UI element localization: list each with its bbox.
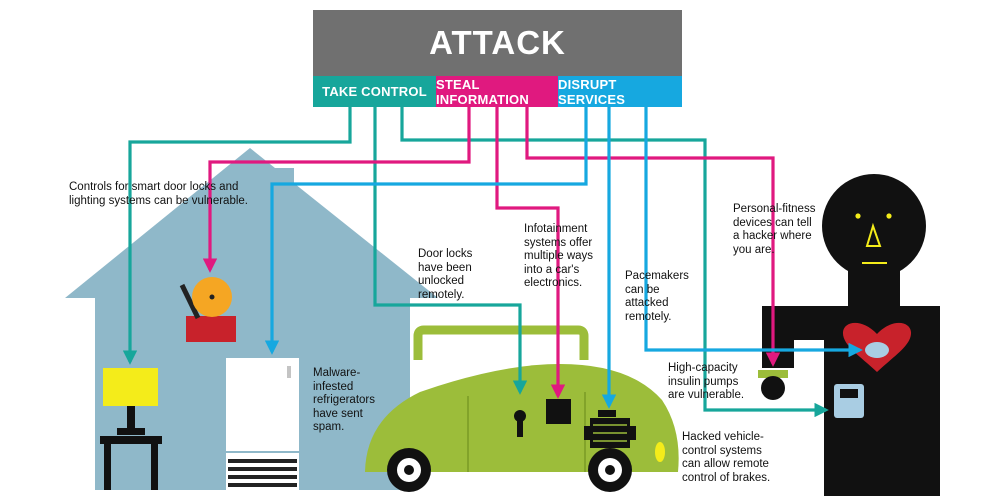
door-locks-note: Door locks have been unlocked remotely. [418,248,473,301]
disrupt-services-category: DISRUPT SERVICES [558,76,682,107]
fitness-note: Personal-fitness devices can tell a hack… [733,203,816,256]
take-control-to-insulin-pump-connector [400,107,829,418]
infotainment-note: Infotainment systems offer multiple ways… [524,223,594,289]
house-illustration [65,148,438,490]
wheel-icon [588,448,632,492]
alarm-bell-icon [179,277,236,342]
refrigerator-note: Malware- infested refrigerators have sen… [313,367,375,433]
insulin-note: High-capacity insulin pumps are vulnerab… [668,362,745,401]
disrupt-services-to-refrigerator-connector [264,107,588,355]
keyhole-icon [514,410,526,437]
vehicle-control-note: Hacked vehicle- control systems can allo… [682,431,771,484]
eye-icon [855,213,861,219]
attack-header: ATTACK [313,10,682,76]
pacemakers-note: Pacemakers can be attacked remotely. [625,270,689,323]
smart-home-note: Controls for smart door locks and lighti… [69,181,248,207]
lamp-icon [100,368,162,490]
infotainment-screen-icon [546,399,571,424]
connector-lines [122,107,863,418]
eye-icon [886,213,892,219]
fitness-band-icon [758,370,788,378]
engine-icon [584,410,636,448]
car-illustration [365,325,679,492]
wheel-icon [387,448,431,492]
take-control-to-door-lock-connector [373,107,528,395]
disrupt-services-to-pacemaker-connector [644,107,863,358]
steal-information-to-infotainment-connector [495,107,566,399]
insulin-pump-icon [834,384,864,418]
refrigerator-icon [226,358,299,490]
pacemaker-icon [865,342,889,358]
take-control-category: TAKE CONTROL [313,76,436,107]
steal-information-to-alarm-connector [202,107,471,273]
steal-information-category: STEAL INFORMATION [436,76,558,107]
steal-information-to-fitness-band-connector [525,107,781,367]
hand-icon [761,376,785,400]
take-control-to-lamp-connector [122,107,352,365]
nose-icon [865,222,882,247]
